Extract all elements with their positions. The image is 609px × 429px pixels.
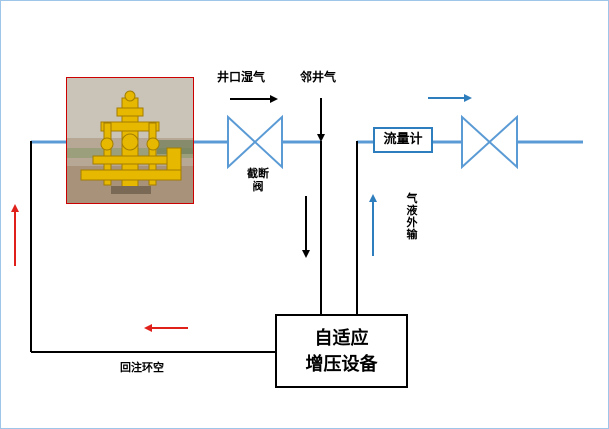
return-annulus-label: 回注环空 xyxy=(120,361,164,374)
wellhead-photo xyxy=(66,77,194,204)
wellhead-wet-gas-label: 井口湿气 xyxy=(217,70,266,84)
adjacent-well-gas-label: 邻井气 xyxy=(300,70,337,84)
booster-equipment: 自适应 增压设备 xyxy=(275,314,408,388)
wellhead-illustration xyxy=(67,78,193,203)
booster-title-line2: 增压设备 xyxy=(305,354,378,375)
process-lines xyxy=(30,141,358,353)
shutoff-valve-label: 截断阀 xyxy=(247,167,269,193)
flow-meter: 流量计 xyxy=(373,127,433,153)
gas-liquid-export-label: 气液外输 xyxy=(406,192,418,241)
shutoff-valve-symbol xyxy=(227,114,283,170)
booster-title-line1: 自适应 xyxy=(314,328,369,349)
outlet-valve-symbol xyxy=(461,114,518,170)
